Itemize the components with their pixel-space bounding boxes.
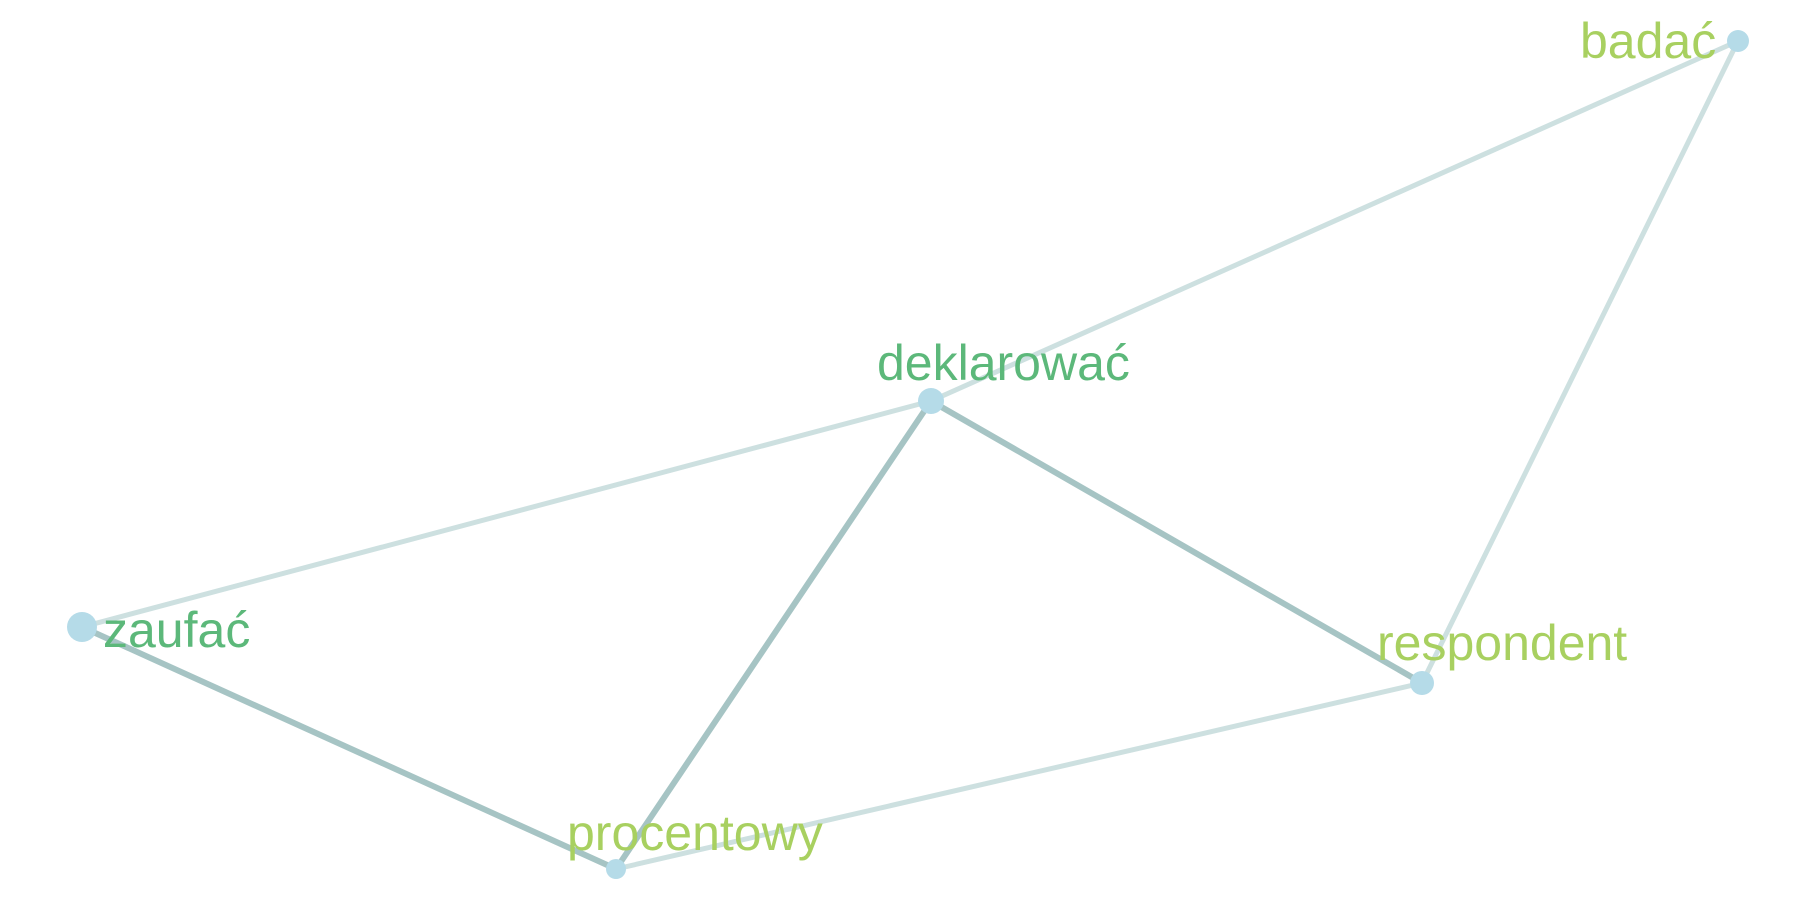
edge-procentowy-respondent: [613, 680, 1425, 872]
labels-layer: deklarować badać zaufać respondent procentow…: [103, 13, 1716, 861]
edge-deklarowac-zaufac: [79, 398, 934, 630]
node-label-respondent: respondent: [1377, 615, 1627, 671]
edge-deklarowac-respondent: [928, 398, 1425, 686]
node-label-procentowy: procentowy: [567, 805, 823, 861]
node-procentowy[interactable]: [606, 859, 626, 879]
nodes-layer: [67, 30, 1749, 879]
node-zaufac[interactable]: [67, 612, 97, 642]
node-deklarowac[interactable]: [918, 388, 944, 414]
node-badac[interactable]: [1727, 30, 1749, 52]
edge-deklarowac-badac: [928, 38, 1741, 404]
node-label-zaufac: zaufać: [103, 602, 250, 658]
edge-zaufac-procentowy: [79, 624, 619, 872]
edge-deklarowac-procentowy: [613, 398, 934, 872]
node-label-badac: badać: [1580, 13, 1716, 69]
edges-layer: [79, 38, 1741, 872]
node-label-deklarowac: deklarować: [877, 335, 1130, 391]
edge-badac-respondent: [1419, 38, 1741, 686]
node-respondent[interactable]: [1410, 671, 1434, 695]
